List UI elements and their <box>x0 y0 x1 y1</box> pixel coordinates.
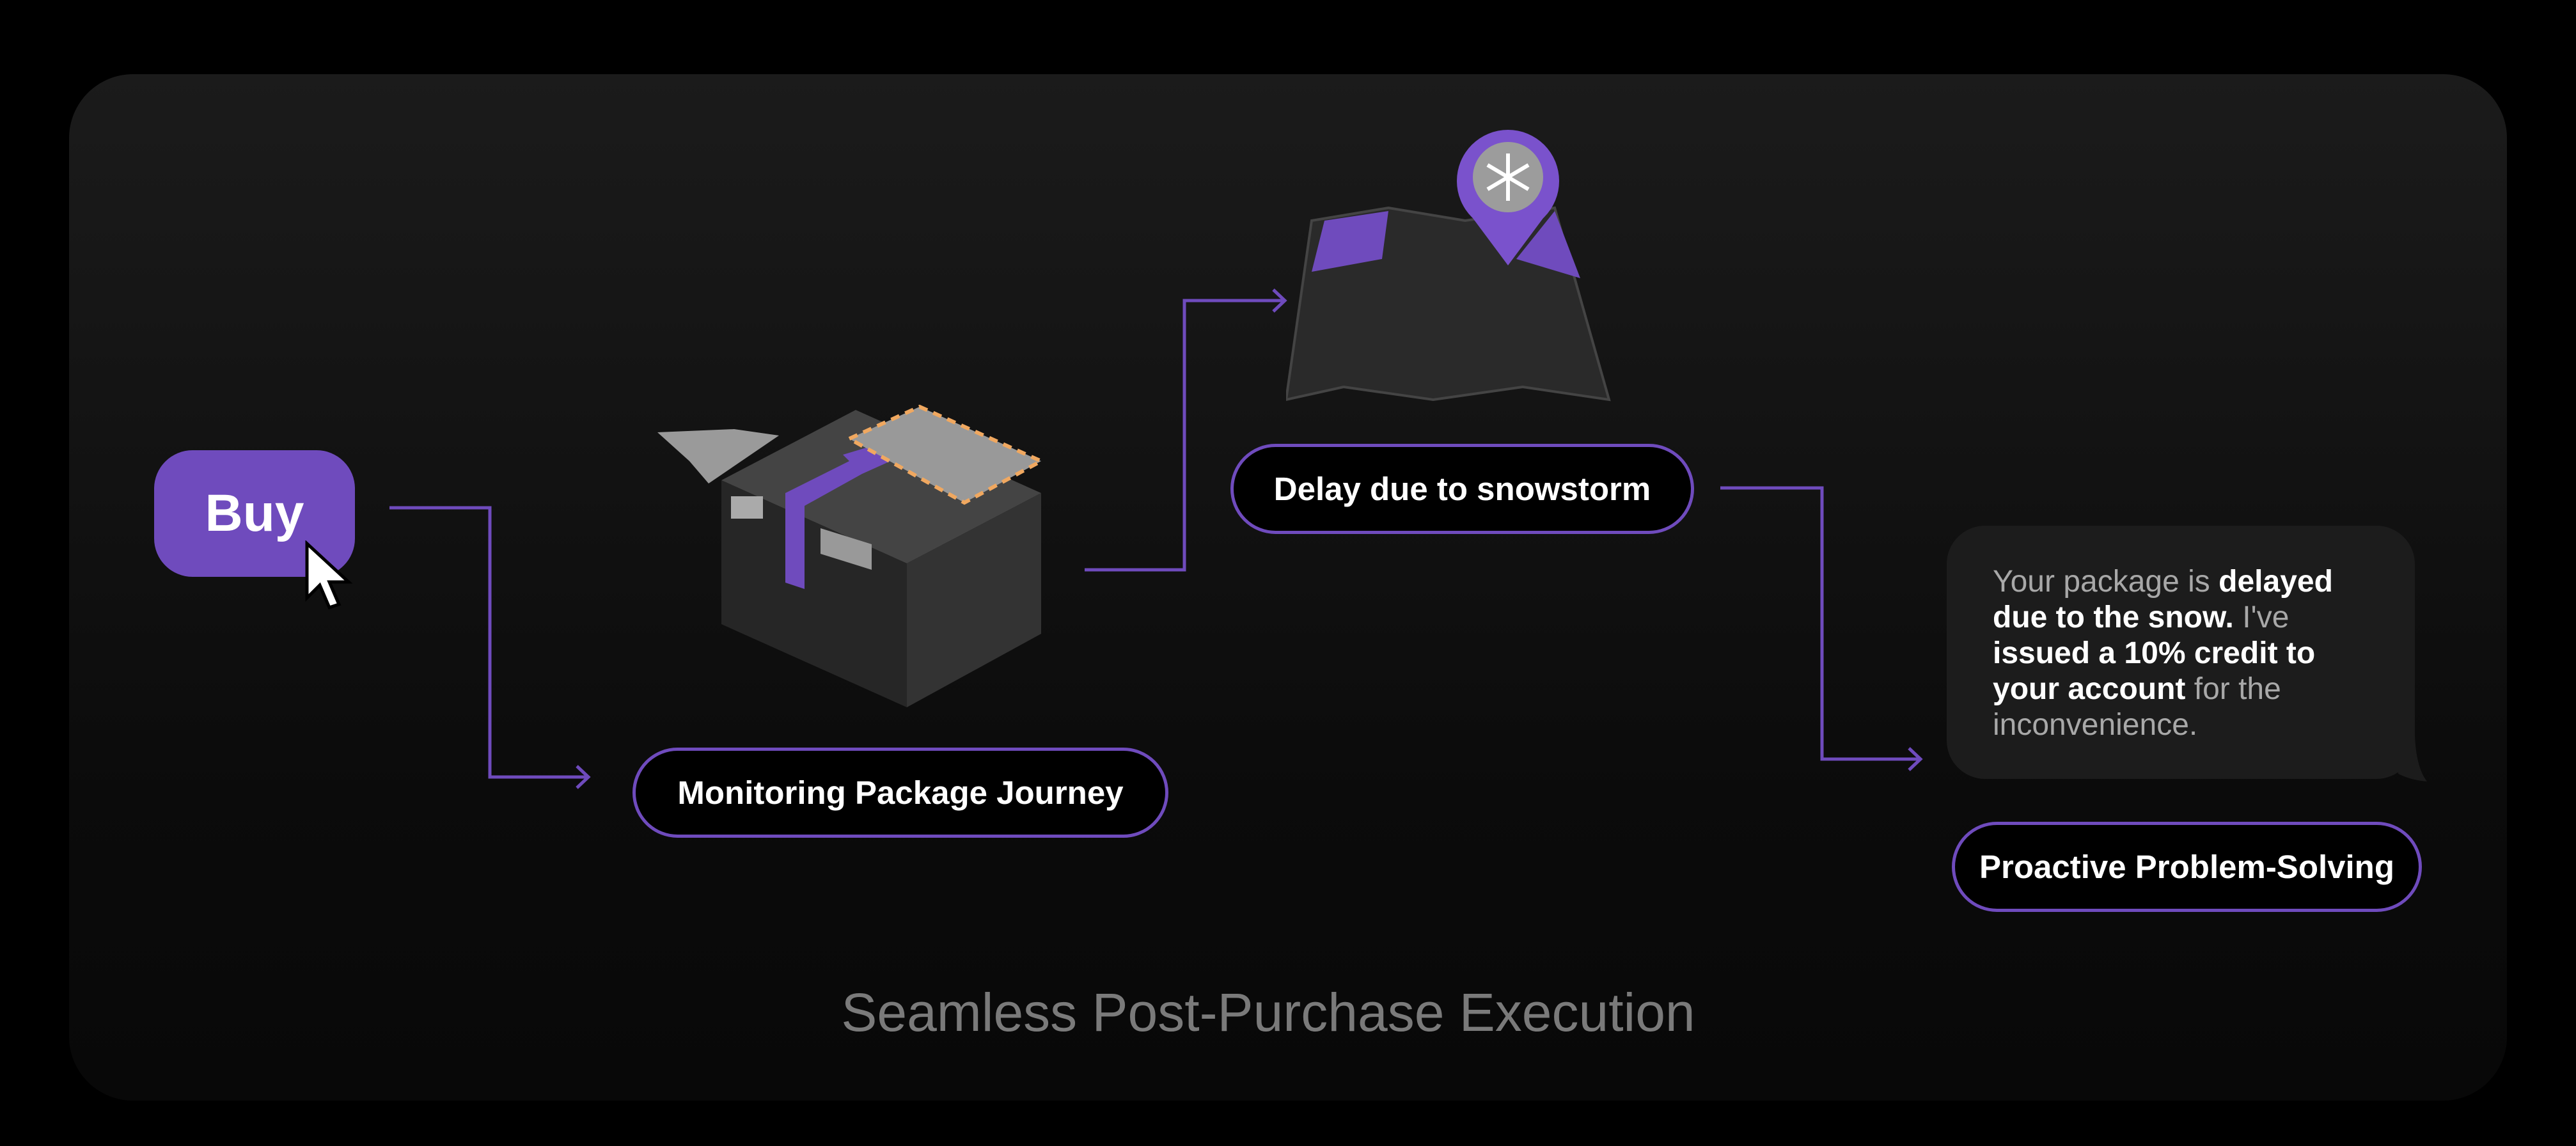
message-bold-text: issued a 10% credit to your account <box>1993 636 2316 706</box>
message-text: I've <box>2233 600 2289 634</box>
connector-buy-to-monitoring <box>389 506 588 779</box>
message-text: for the inconvenience. <box>1993 672 2281 742</box>
message-text: Your package is <box>1993 565 2219 599</box>
arrow-head-icon <box>1908 747 1923 771</box>
step-delay-due-to-snowstorm: Delay due to snowstorm <box>1230 444 1694 534</box>
step-proactive-problem-solving: Proactive Problem-Solving <box>1952 822 2422 912</box>
package-box-icon <box>657 404 1046 707</box>
message-bold-text: delayed due to the snow. <box>1993 565 2333 634</box>
diagram-title: Seamless Post-Purchase Execution <box>841 982 1695 1042</box>
chat-message-bubble: Your package is delayed due to the snow.… <box>1947 526 2415 779</box>
step-monitoring-package-journey: Monitoring Package Journey <box>632 748 1168 838</box>
map-snowflake-pin-icon <box>1286 130 1611 402</box>
arrow-head-icon <box>576 765 591 789</box>
arrow-head-icon <box>1272 288 1287 313</box>
connector-delay-to-solving <box>1720 486 1920 761</box>
bubble-tail-icon <box>2392 735 2427 781</box>
mouse-cursor-icon <box>305 540 353 610</box>
connector-monitoring-to-delay <box>1085 299 1285 572</box>
